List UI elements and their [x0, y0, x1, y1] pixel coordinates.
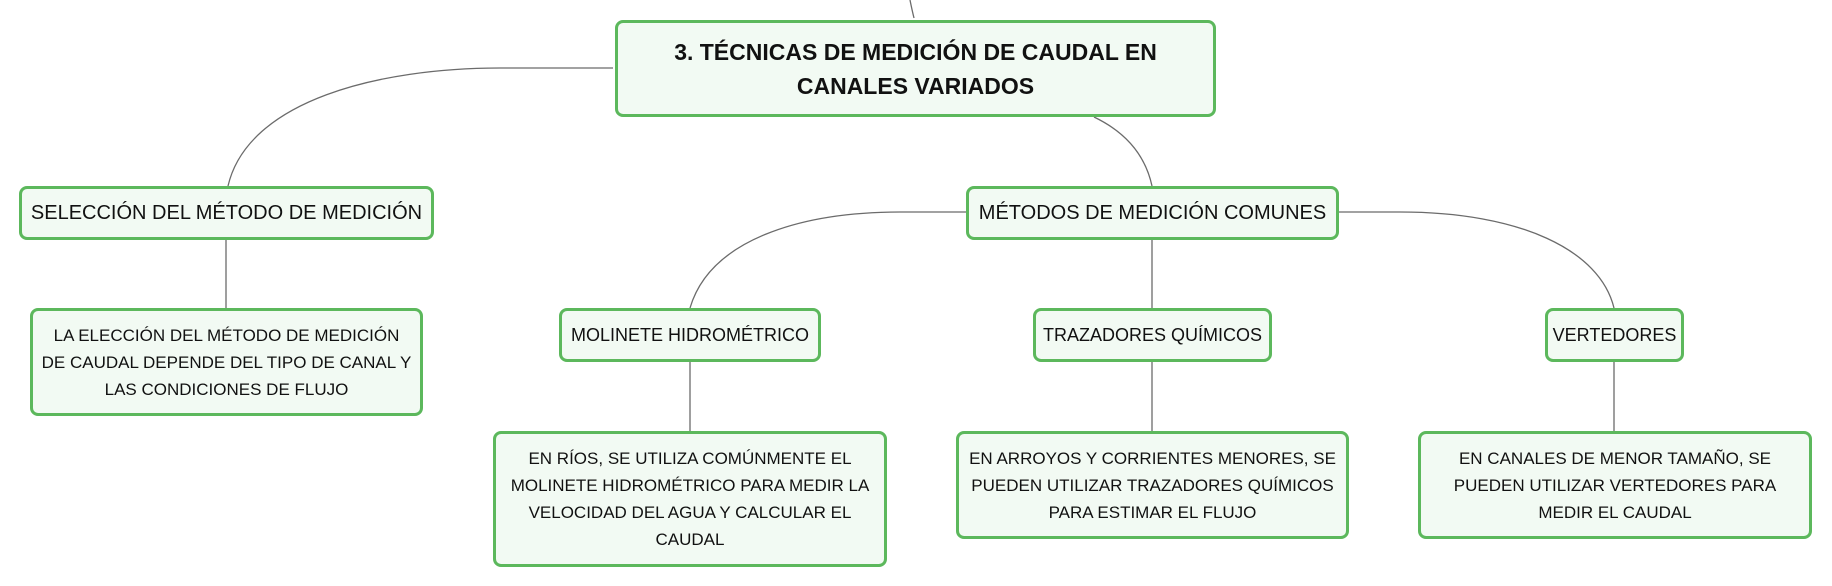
topic-vertedores[interactable]: VERTEDORES [1545, 308, 1684, 362]
connector-root-to-metodos [1093, 116, 1153, 187]
detail-vertedores-text: EN CANALES DE MENOR TAMAÑO, SE PUEDEN UT… [1453, 448, 1777, 522]
detail-molinete[interactable]: EN RÍOS, SE UTILIZA COMÚNMENTE EL MOLINE… [493, 431, 887, 567]
detail-trazadores-text: EN ARROYOS Y CORRIENTES MENORES, SE PUED… [969, 448, 1336, 522]
detail-seleccion[interactable]: LA ELECCIÓN DEL MÉTODO DE MEDICIÓN DE CA… [30, 308, 423, 416]
topic-metodos[interactable]: MÉTODOS DE MEDICIÓN COMUNES [966, 186, 1339, 240]
topic-seleccion[interactable]: SELECCIÓN DEL MÉTODO DE MEDICIÓN [19, 186, 434, 240]
detail-seleccion-text: LA ELECCIÓN DEL MÉTODO DE MEDICIÓN DE CA… [41, 325, 412, 399]
root-topic-label: 3. TÉCNICAS DE MEDICIÓN DE CAUDAL EN CAN… [674, 38, 1157, 99]
topic-molinete-label: MOLINETE HIDROMÉTRICO [570, 325, 809, 345]
topic-seleccion-label: SELECCIÓN DEL MÉTODO DE MEDICIÓN [30, 202, 423, 224]
detail-trazadores[interactable]: EN ARROYOS Y CORRIENTES MENORES, SE PUED… [956, 431, 1349, 539]
detail-vertedores[interactable]: EN CANALES DE MENOR TAMAÑO, SE PUEDEN UT… [1418, 431, 1812, 539]
connector-metodos-to-molinete [689, 211, 966, 309]
topic-vertedores-label: VERTEDORES [1552, 325, 1677, 345]
connector-parent-to-root [909, 0, 915, 19]
topic-trazadores-label: TRAZADORES QUÍMICOS [1042, 325, 1262, 345]
topic-metodos-label: MÉTODOS DE MEDICIÓN COMUNES [978, 202, 1327, 224]
topic-molinete[interactable]: MOLINETE HIDROMÉTRICO [559, 308, 821, 362]
connector-root-to-seleccion [227, 67, 613, 187]
topic-trazadores[interactable]: TRAZADORES QUÍMICOS [1033, 308, 1272, 362]
detail-molinete-text: EN RÍOS, SE UTILIZA COMÚNMENTE EL MOLINE… [510, 449, 870, 549]
connector-metodos-to-vertedores [1338, 211, 1615, 309]
root-topic[interactable]: 3. TÉCNICAS DE MEDICIÓN DE CAUDAL EN CAN… [615, 20, 1216, 117]
